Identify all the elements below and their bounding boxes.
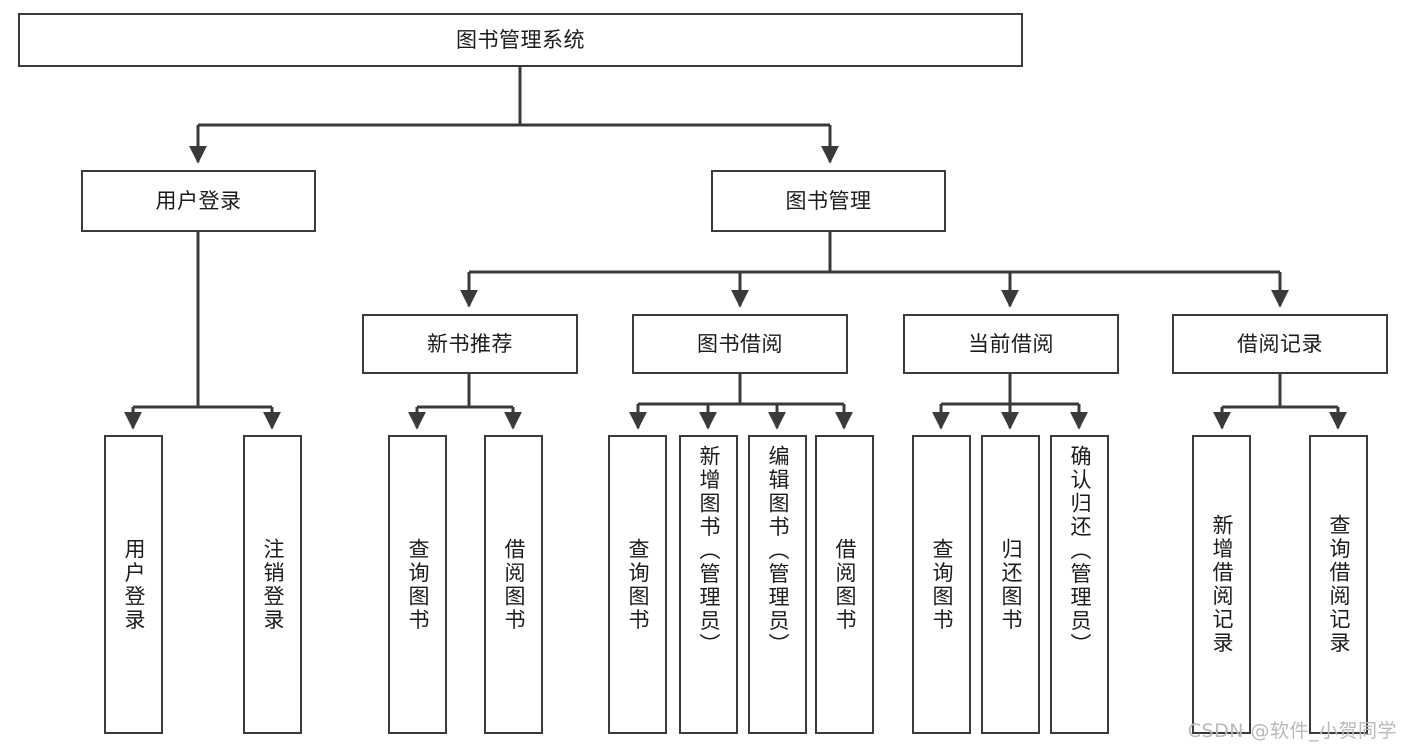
- leaf-book-borrow-3[interactable]: 借阅图书: [815, 435, 874, 734]
- leaf-user-login-1-label: 注销登录: [261, 537, 285, 632]
- leaf-book-borrow-0-label: 查询图书: [626, 537, 650, 632]
- node-book-borrow[interactable]: 图书借阅: [632, 314, 848, 374]
- leaf-user-login-0-label: 用户登录: [122, 537, 146, 632]
- node-book-management[interactable]: 图书管理: [711, 170, 946, 232]
- node-root[interactable]: 图书管理系统: [18, 13, 1023, 67]
- leaf-new-book-0[interactable]: 查询图书: [388, 435, 447, 734]
- leaf-current-borrow-2[interactable]: 确认归还（管理员）: [1050, 435, 1109, 734]
- node-new-book-recommend[interactable]: 新书推荐: [362, 314, 578, 374]
- leaf-current-borrow-0-label: 查询图书: [930, 537, 954, 632]
- node-borrow-record-label: 借阅记录: [1237, 331, 1323, 356]
- leaf-borrow-record-1[interactable]: 查询借阅记录: [1309, 435, 1368, 734]
- node-current-borrow-label: 当前借阅: [968, 331, 1054, 356]
- csdn-watermark: CSDN @软件_小贺同学: [1187, 720, 1397, 742]
- leaf-new-book-1[interactable]: 借阅图书: [484, 435, 543, 734]
- leaf-book-borrow-0[interactable]: 查询图书: [608, 435, 667, 734]
- leaf-borrow-record-0[interactable]: 新增借阅记录: [1192, 435, 1251, 734]
- leaf-new-book-0-label: 查询图书: [406, 537, 430, 632]
- leaf-book-borrow-3-label: 借阅图书: [833, 537, 857, 632]
- node-borrow-record[interactable]: 借阅记录: [1172, 314, 1388, 374]
- leaf-book-borrow-1[interactable]: 新增图书（管理员）: [679, 435, 738, 734]
- leaf-new-book-1-label: 借阅图书: [502, 537, 526, 632]
- leaf-user-login-0[interactable]: 用户登录: [104, 435, 163, 734]
- node-user-login[interactable]: 用户登录: [81, 170, 316, 232]
- node-new-book-recommend-label: 新书推荐: [427, 331, 513, 356]
- node-current-borrow[interactable]: 当前借阅: [903, 314, 1119, 374]
- leaf-current-borrow-0[interactable]: 查询图书: [912, 435, 971, 734]
- leaf-book-borrow-2-label: 编辑图书（管理员）: [766, 445, 790, 657]
- leaf-current-borrow-1-label: 归还图书: [999, 537, 1023, 632]
- leaf-user-login-1[interactable]: 注销登录: [243, 435, 302, 734]
- node-root-label: 图书管理系统: [456, 27, 585, 52]
- node-book-borrow-label: 图书借阅: [697, 331, 783, 356]
- leaf-current-borrow-2-label: 确认归还（管理员）: [1068, 445, 1092, 657]
- node-book-management-label: 图书管理: [785, 188, 872, 213]
- node-user-login-label: 用户登录: [155, 188, 242, 213]
- leaf-borrow-record-0-label: 新增借阅记录: [1210, 514, 1234, 655]
- leaf-current-borrow-1[interactable]: 归还图书: [981, 435, 1040, 734]
- leaf-borrow-record-1-label: 查询借阅记录: [1327, 514, 1351, 655]
- leaf-book-borrow-2[interactable]: 编辑图书（管理员）: [748, 435, 807, 734]
- leaf-book-borrow-1-label: 新增图书（管理员）: [697, 445, 721, 657]
